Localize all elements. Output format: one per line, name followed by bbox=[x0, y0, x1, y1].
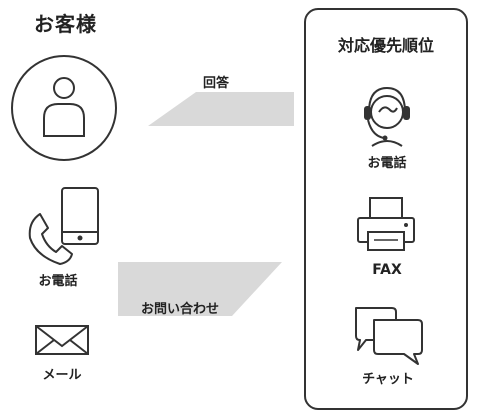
priority-panel bbox=[304, 8, 468, 410]
mail-label: メール bbox=[42, 368, 82, 383]
priority-heading: 対応優先順位 bbox=[337, 36, 434, 55]
priority-fax-label: FAX bbox=[372, 262, 402, 278]
inquiry-label: お問い合わせ bbox=[140, 302, 219, 317]
answer-arrow bbox=[148, 92, 294, 126]
customer-heading: お客様 bbox=[34, 12, 97, 36]
inquiry-arrow bbox=[118, 262, 282, 316]
priority-chat-label: チャット bbox=[362, 372, 414, 387]
phone-label: お電話 bbox=[38, 274, 78, 289]
answer-label: 回答 bbox=[202, 76, 229, 91]
priority-phone-label: お電話 bbox=[367, 156, 407, 171]
